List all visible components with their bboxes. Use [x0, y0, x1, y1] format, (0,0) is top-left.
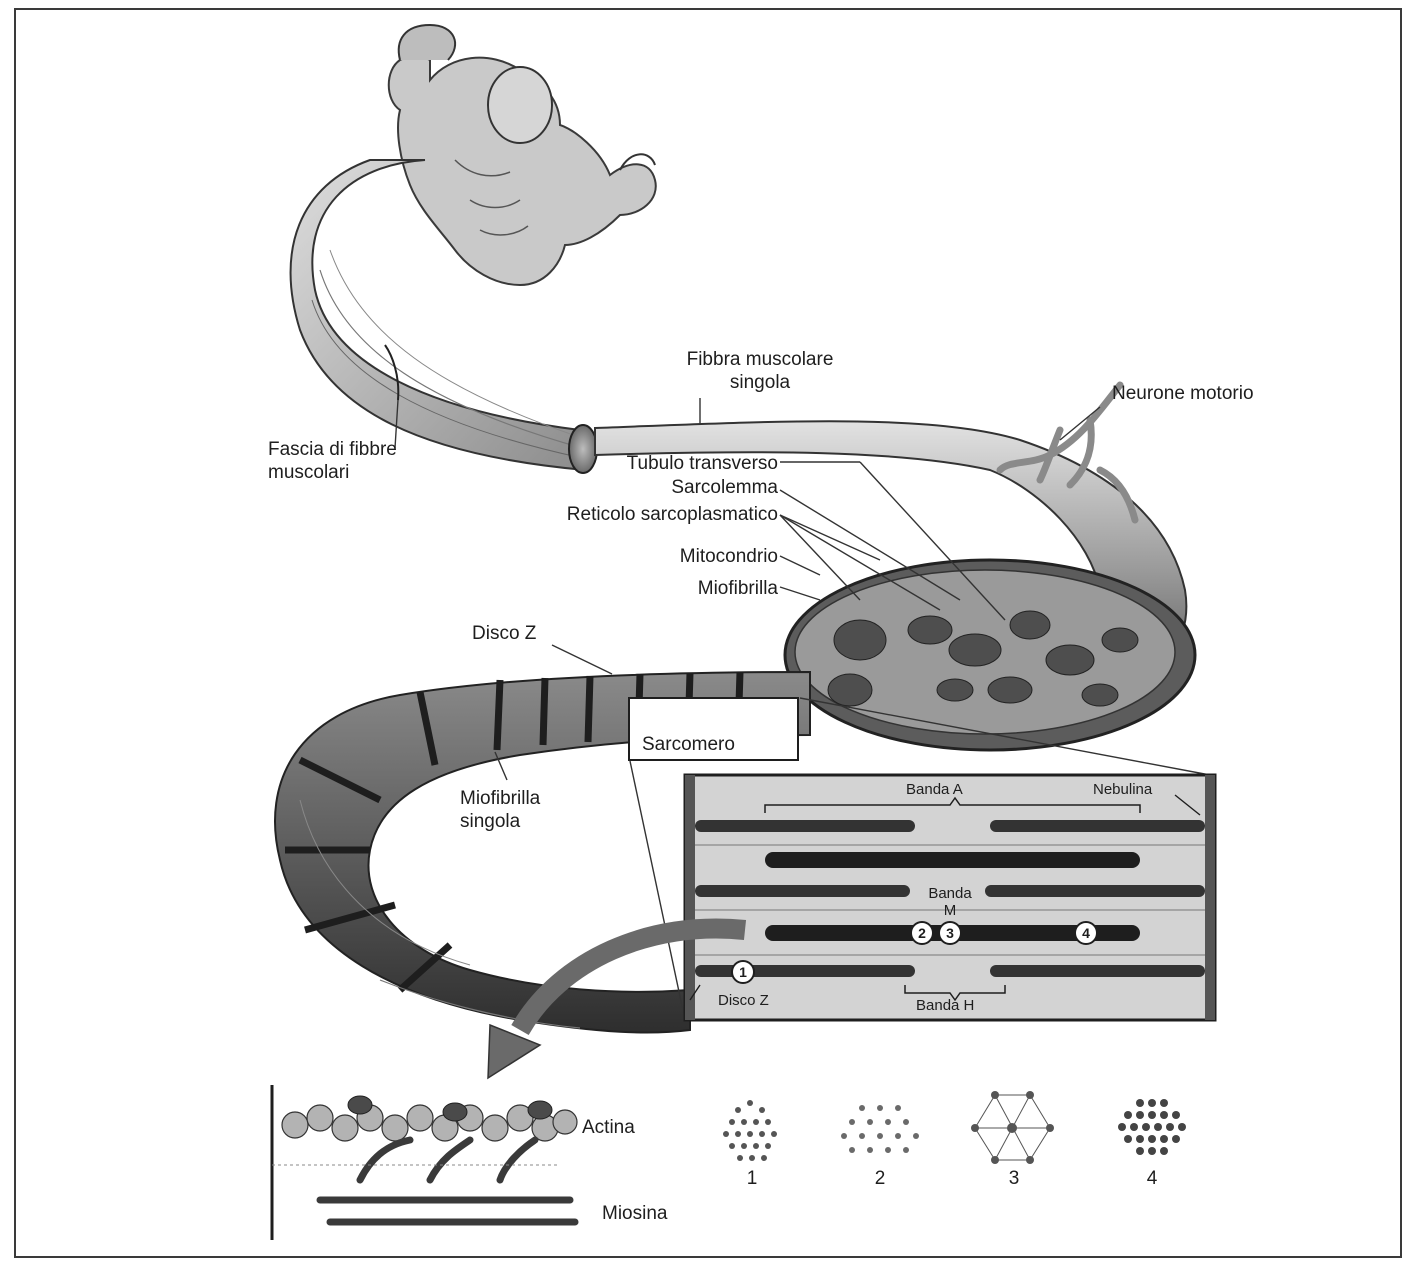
cross-section-1-number: 1 — [737, 1167, 767, 1190]
marker-4: 4 — [1074, 921, 1098, 945]
marker-3: 3 — [938, 921, 962, 945]
label-disco-z-bottom: Disco Z — [718, 992, 769, 1009]
label-miosina: Miosina — [602, 1202, 667, 1225]
cross-section-2 — [841, 1105, 919, 1153]
label-sarcolemma: Sarcolemma — [560, 476, 778, 499]
cross-section-4-number: 4 — [1137, 1167, 1167, 1190]
label-fascia: Fascia di fibbre muscolari — [268, 438, 458, 484]
label-neurone: Neurone motorio — [1112, 382, 1254, 405]
label-disco-z-top: Disco Z — [472, 622, 536, 645]
label-miofibrilla-singola: Miofibrilla singola — [460, 787, 600, 833]
label-tubulo: Tubulo transverso — [560, 452, 778, 475]
label-fibra: Fibbra muscolare singola — [660, 348, 860, 394]
label-banda-a: Banda A — [906, 781, 963, 798]
label-banda-h: Banda H — [916, 997, 974, 1014]
cross-section-3 — [971, 1091, 1054, 1164]
label-sarcomero: Sarcomero — [642, 734, 735, 756]
sarcomere-box: Sarcomero — [628, 697, 799, 761]
marker-1: 1 — [731, 960, 755, 984]
label-nebulina: Nebulina — [1093, 781, 1152, 798]
label-mitocondrio: Mitocondrio — [560, 545, 778, 568]
cross-section-2-number: 2 — [865, 1167, 895, 1190]
label-miofibrilla: Miofibrilla — [560, 577, 778, 600]
actin-myosin-detail — [272, 1085, 577, 1240]
marker-2: 2 — [910, 921, 934, 945]
label-actina: Actina — [582, 1116, 635, 1139]
cross-section-4 — [1118, 1099, 1186, 1155]
cross-section-3-number: 3 — [999, 1167, 1029, 1190]
label-banda-m: Banda M — [910, 885, 990, 919]
bodybuilder-figure — [389, 25, 656, 285]
cross-section-1 — [723, 1100, 777, 1161]
label-reticolo: Reticolo sarcoplasmatico — [500, 503, 778, 526]
